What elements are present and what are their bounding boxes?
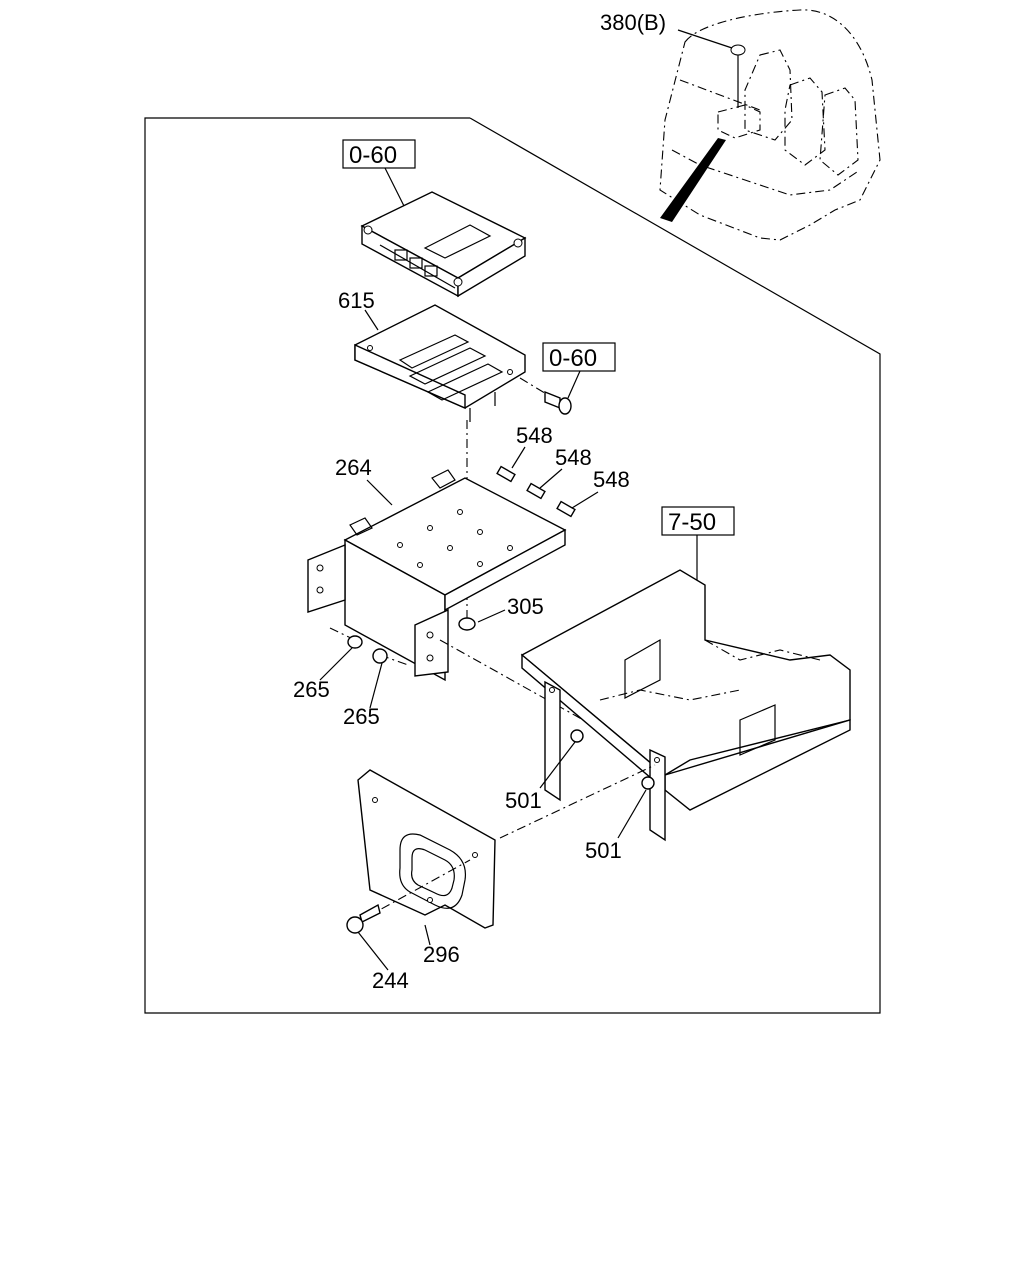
callout-0-60-bolt: 0-60	[549, 345, 597, 372]
nut-501-left	[570, 729, 584, 743]
diagram-frame	[144, 117, 881, 1014]
cover-plate-296	[357, 769, 496, 929]
ecu-mounting-plate-615	[354, 304, 526, 422]
callout-265-b: 265	[343, 704, 380, 729]
ref-box-0-60-top	[342, 139, 416, 169]
location-pointer-arrow	[660, 138, 726, 222]
ref-box-0-60-bolt	[542, 342, 616, 372]
bracket-264	[307, 469, 567, 682]
clip-548-set	[496, 465, 576, 518]
callout-548-b: 548	[555, 445, 592, 470]
nut-501-right	[641, 776, 655, 790]
cab-inset	[659, 9, 881, 241]
callout-305: 305	[507, 594, 544, 619]
callout-244: 244	[372, 968, 409, 993]
ref-box-7-50	[661, 506, 735, 536]
nut-305	[458, 617, 476, 631]
callout-296: 296	[423, 942, 460, 967]
callout-380b: 380(B)	[600, 10, 666, 35]
bolt-244	[346, 859, 471, 934]
bolt-0-60	[519, 377, 572, 415]
callout-548-a: 548	[516, 423, 553, 448]
callout-501-a: 501	[505, 788, 542, 813]
callout-265-a: 265	[293, 677, 330, 702]
screw-265-left	[329, 627, 363, 649]
callout-0-60-top: 0-60	[349, 142, 397, 169]
callout-548-c: 548	[593, 467, 630, 492]
alignment-line-bracket	[439, 639, 656, 761]
callout-501-b: 501	[585, 838, 622, 863]
screw-265-right	[372, 648, 409, 666]
callout-264: 264	[335, 455, 372, 480]
ecu-controller	[360, 191, 527, 298]
callout-7-50: 7-50	[668, 509, 716, 536]
floor-console-7-50	[520, 569, 851, 842]
callout-615: 615	[338, 288, 375, 313]
